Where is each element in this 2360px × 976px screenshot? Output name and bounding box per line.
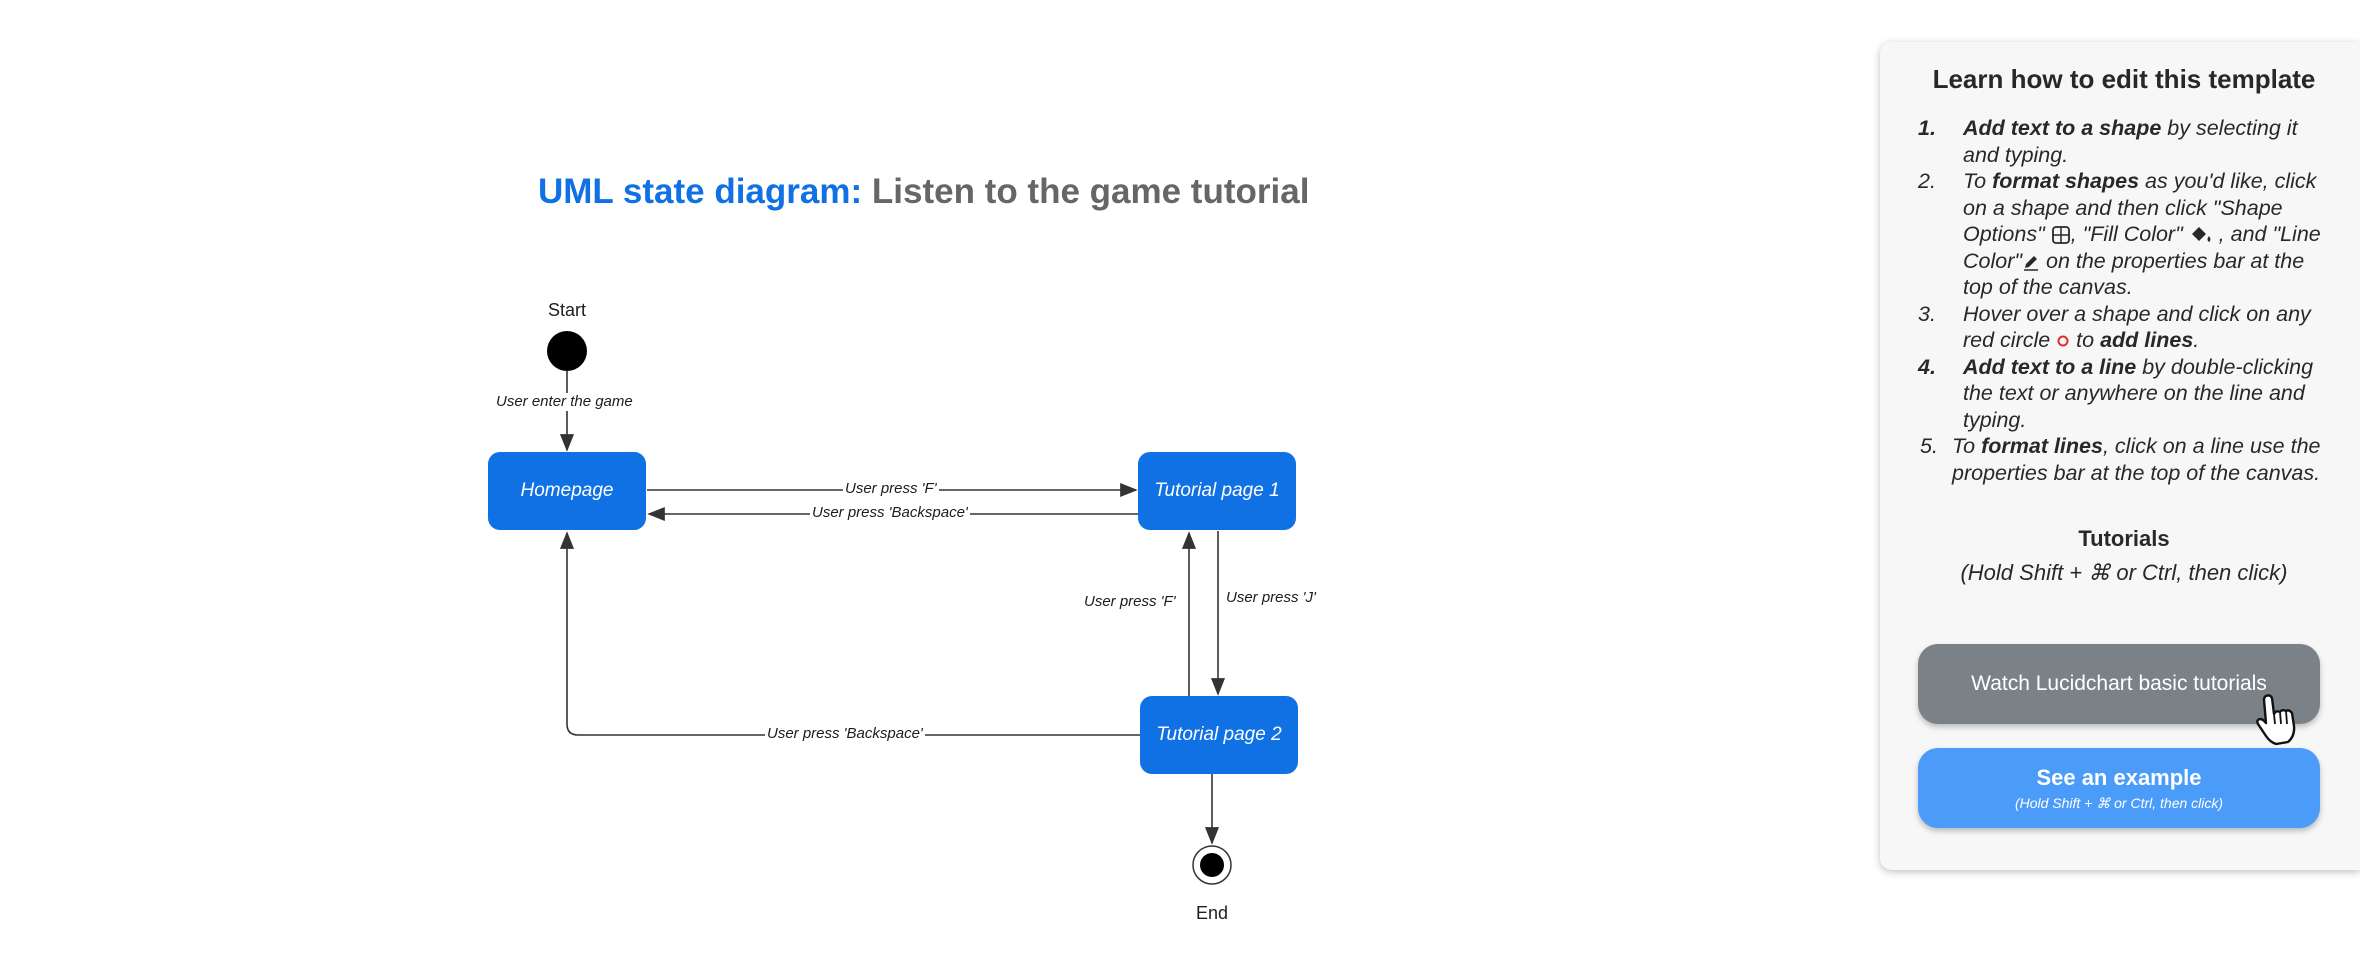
step-text: as you'd like, click on a shape and then… (1963, 169, 2317, 246)
step-text: , and "Line Color" (1963, 222, 2321, 273)
instruction-step-3: 3. Hover over a shape and click on any r… (1918, 301, 2330, 354)
step-text: by double-clicking the text or anywhere … (1963, 354, 2314, 432)
step-text: to (2070, 328, 2101, 352)
edge-label-t2-to-t1[interactable]: User press 'F' (1082, 593, 1178, 611)
instruction-step-2: 2. To format shapes as you'd like, click… (1918, 168, 2330, 301)
edge-tutorial2-to-homepage[interactable] (559, 531, 1140, 736)
diagram-title-rest: Listen to the game tutorial (862, 172, 1310, 211)
state-homepage[interactable]: Homepage (488, 452, 646, 530)
step-text: To (1952, 434, 1982, 458)
state-tutorial-page-2[interactable]: Tutorial page 2 (1140, 696, 1298, 774)
line-color-icon (2024, 255, 2039, 271)
edge-label-t2-to-home[interactable]: User press 'Backspace' (765, 725, 925, 743)
step-bold: Add text to a shape (1963, 116, 2162, 140)
tutorials-hint: (Hold Shift + ⌘ or Ctrl, then click) (1960, 560, 2288, 585)
step-text: , "Fill Color" (2070, 222, 2189, 246)
step-bold: add lines (2100, 328, 2194, 352)
start-node[interactable] (547, 331, 587, 371)
step-number: 4. (1918, 354, 1936, 379)
step-number: 2. (1918, 169, 1936, 193)
diagram-title[interactable]: UML state diagram: Listen to the game tu… (538, 172, 1309, 212)
start-label: Start (548, 300, 587, 320)
step-bold: Add text to a line (1963, 354, 2137, 379)
diagram-canvas: UML state diagram: Listen to the game tu… (488, 172, 1318, 923)
watch-tutorials-label: Watch Lucidchart basic tutorials (1971, 672, 2267, 695)
edge-label-home-to-t1[interactable]: User press 'F' (843, 480, 939, 498)
step-text: on the properties bar at the top of the … (1963, 248, 2305, 300)
see-example-label: See an example (2036, 764, 2202, 790)
end-node-core (1200, 853, 1224, 877)
red-circle-icon (2057, 335, 2069, 347)
step-bold: format lines (1981, 434, 2103, 458)
instruction-step-5: 5. To format lines, click on a line use … (1918, 433, 2330, 486)
shape-options-icon (2051, 226, 2070, 245)
step-number: 5. (1920, 434, 1938, 458)
state-tutorial-page-1[interactable]: Tutorial page 1 (1138, 452, 1296, 530)
see-example-button[interactable]: See an example (Hold Shift + ⌘ or Ctrl, … (1918, 748, 2320, 828)
step-number: 3. (1918, 301, 1936, 326)
step-number: 1. (1918, 116, 1936, 140)
tutorials-heading: Tutorials (2078, 526, 2170, 551)
step-text: , click on a line use the properties bar… (1952, 434, 2321, 485)
hand-cursor-icon (2256, 694, 2296, 746)
help-panel: Learn how to edit this template 1. Add t… (1880, 42, 2360, 870)
step-text: To (1963, 169, 1993, 193)
instruction-list: 1. Add text to a shape by selecting it a… (1918, 115, 2330, 486)
panel-title: Learn how to edit this template (1932, 64, 2316, 94)
step-text: . (2193, 328, 2200, 352)
see-example-hint: (Hold Shift + ⌘ or Ctrl, then click) (2014, 794, 2224, 811)
step-text: Hover over a shape and click on any red … (1963, 301, 2311, 353)
edge-label-enter[interactable]: User enter the game (494, 393, 635, 411)
end-label: End (1196, 903, 1229, 923)
instruction-step-4: 4. Add text to a line by double-clicking… (1918, 354, 2330, 434)
step-bold: format shapes (1992, 169, 2140, 193)
watch-tutorials-button[interactable]: Watch Lucidchart basic tutorials (1918, 644, 2320, 724)
edge-label-t1-to-home[interactable]: User press 'Backspace' (810, 504, 970, 522)
step-text: by selecting it and typing. (1963, 116, 2298, 167)
fill-color-icon (2191, 227, 2211, 243)
edge-label-t1-to-t2[interactable]: User press 'J' (1224, 589, 1318, 607)
instruction-step-1: 1. Add text to a shape by selecting it a… (1918, 115, 2330, 168)
diagram-title-accent: UML state diagram: (538, 172, 863, 211)
